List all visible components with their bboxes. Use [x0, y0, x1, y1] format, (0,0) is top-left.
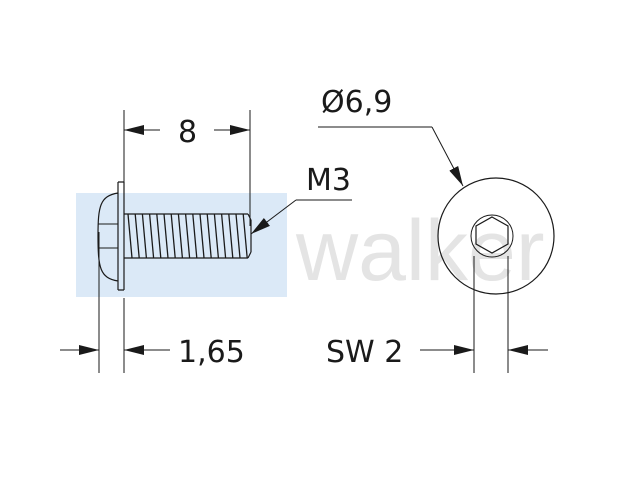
thread-line	[170, 213, 176, 259]
thread-line	[213, 213, 220, 259]
thread-line	[163, 213, 169, 259]
head-circle	[437, 177, 555, 295]
thread-line	[148, 213, 155, 259]
socket-circle	[470, 214, 514, 258]
hex-socket	[475, 216, 509, 254]
length-dimension: 8	[124, 115, 250, 150]
thread-line	[206, 213, 212, 259]
thread-line	[134, 213, 140, 259]
watermark-text: walker	[295, 203, 545, 299]
thread-line	[177, 213, 184, 259]
thread-line	[141, 213, 148, 259]
thread-line	[199, 213, 205, 259]
diameter-label: Ø6,9	[321, 85, 392, 120]
socket-size-dimension: SW 2	[326, 335, 548, 370]
screw-side-view	[97, 110, 252, 373]
socket-size-label: SW 2	[326, 335, 403, 370]
thread-line	[127, 213, 133, 259]
screw-head	[97, 181, 125, 291]
head-height-label: 1,65	[178, 335, 245, 370]
thread-leader: M3	[250, 163, 352, 235]
thread-line	[235, 213, 241, 259]
head-height-dimension: 1,65	[60, 335, 245, 370]
thread-line	[156, 213, 162, 259]
thread-line	[228, 213, 234, 259]
length-label: 8	[178, 115, 197, 150]
thread-line	[242, 213, 248, 259]
thread-line	[192, 213, 198, 259]
diameter-leader: Ø6,9	[318, 85, 464, 187]
thread-lines	[127, 213, 248, 259]
thread-line	[184, 213, 191, 259]
screw-end-view	[437, 177, 555, 373]
thread-line	[220, 213, 227, 259]
thread-label: M3	[306, 163, 351, 198]
